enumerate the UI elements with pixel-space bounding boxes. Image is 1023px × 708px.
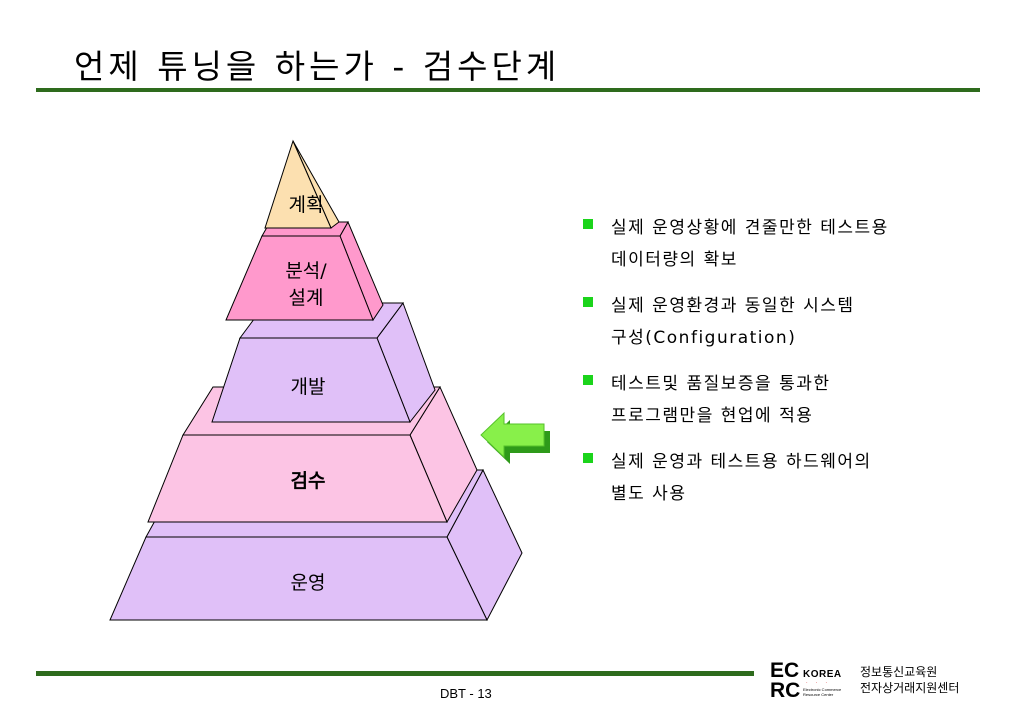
level-plan-front xyxy=(264,139,332,229)
level-label-development-line: 개발 xyxy=(290,376,326,398)
bullet-text-line: 실제 운영과 테스트용 하드웨어의 xyxy=(611,452,872,472)
level-label-plan: 계획 xyxy=(282,192,330,219)
logo-rc: RC xyxy=(770,679,801,702)
bullet-list: 실제 운영상황에 견줄만한 테스트용 데이터량의 확보 실제 운영환경과 동일한… xyxy=(583,212,983,524)
footer-rule xyxy=(36,671,754,676)
pyramid-level-analysis xyxy=(225,220,384,322)
title-rule xyxy=(36,88,980,92)
bullet-text-line: 데이터량의 확보 xyxy=(611,250,738,270)
bullet-item: 테스트및 품질보증을 통과한 프로그램만을 현업에 적용 xyxy=(583,368,983,432)
level-label-operation: 운영 xyxy=(268,570,348,597)
bullet-square-icon xyxy=(583,297,593,307)
bullet-item: 실제 운영환경과 동일한 시스템 구성(Configuration) xyxy=(583,290,983,354)
bullet-square-icon xyxy=(583,219,593,229)
bullet-text-line: 테스트및 품질보증을 통과한 xyxy=(611,374,831,394)
ecrc-korea-logo: EC RC KOREA ··· Electronic Commerce Reso… xyxy=(770,660,855,702)
level-operation-front xyxy=(109,536,488,621)
logo-tagline: Electronic Commerce Resource Center xyxy=(803,687,842,697)
pyramid-level-development xyxy=(211,301,436,423)
logo-ec: EC xyxy=(770,659,800,682)
organization-name: 정보통신교육원 전자상거래지원센터 xyxy=(860,664,959,696)
level-label-development: 개발 xyxy=(268,374,348,401)
level-label-analysis-line2: 설계 xyxy=(288,287,324,309)
bullet-square-icon xyxy=(583,375,593,385)
level-label-plan-line: 계획 xyxy=(288,194,324,216)
arrow-body xyxy=(480,411,545,459)
level-label-inspection-line: 검수 xyxy=(290,470,326,492)
pyramid-level-plan xyxy=(264,139,340,229)
bullet-item: 실제 운영상황에 견줄만한 테스트용 데이터량의 확보 xyxy=(583,212,983,276)
bullet-text-line: 구성(Configuration) xyxy=(611,328,797,348)
page-number: DBT - 13 xyxy=(440,686,492,701)
logo-korea: KOREA xyxy=(803,669,842,680)
level-development-front xyxy=(211,337,411,423)
bullet-item: 실제 운영과 테스트용 하드웨어의 별도 사용 xyxy=(583,446,983,510)
bullet-text-line: 프로그램만을 현업에 적용 xyxy=(611,406,814,426)
bullet-text-line: 실제 운영상황에 견줄만한 테스트용 xyxy=(611,218,889,238)
bullet-text-line: 실제 운영환경과 동일한 시스템 xyxy=(611,296,855,316)
logo-dots: ··· xyxy=(806,680,835,686)
level-label-analysis-line1: 분석/ xyxy=(285,260,327,282)
arrow-left-icon xyxy=(480,411,550,464)
level-analysis-front xyxy=(225,235,374,321)
level-label-inspection: 검수 xyxy=(268,468,348,495)
bullet-square-icon xyxy=(583,453,593,463)
level-inspection-front xyxy=(147,434,448,523)
bullet-text-line: 별도 사용 xyxy=(611,484,687,504)
level-label-operation-line: 운영 xyxy=(290,572,326,594)
org-line-2: 전자상거래지원센터 xyxy=(860,681,960,695)
org-line-1: 정보통신교육원 xyxy=(860,665,938,679)
level-label-analysis: 분석/ 설계 xyxy=(270,258,342,312)
slide-title: 언제 튜닝을 하는가 - 검수단계 xyxy=(74,47,561,86)
